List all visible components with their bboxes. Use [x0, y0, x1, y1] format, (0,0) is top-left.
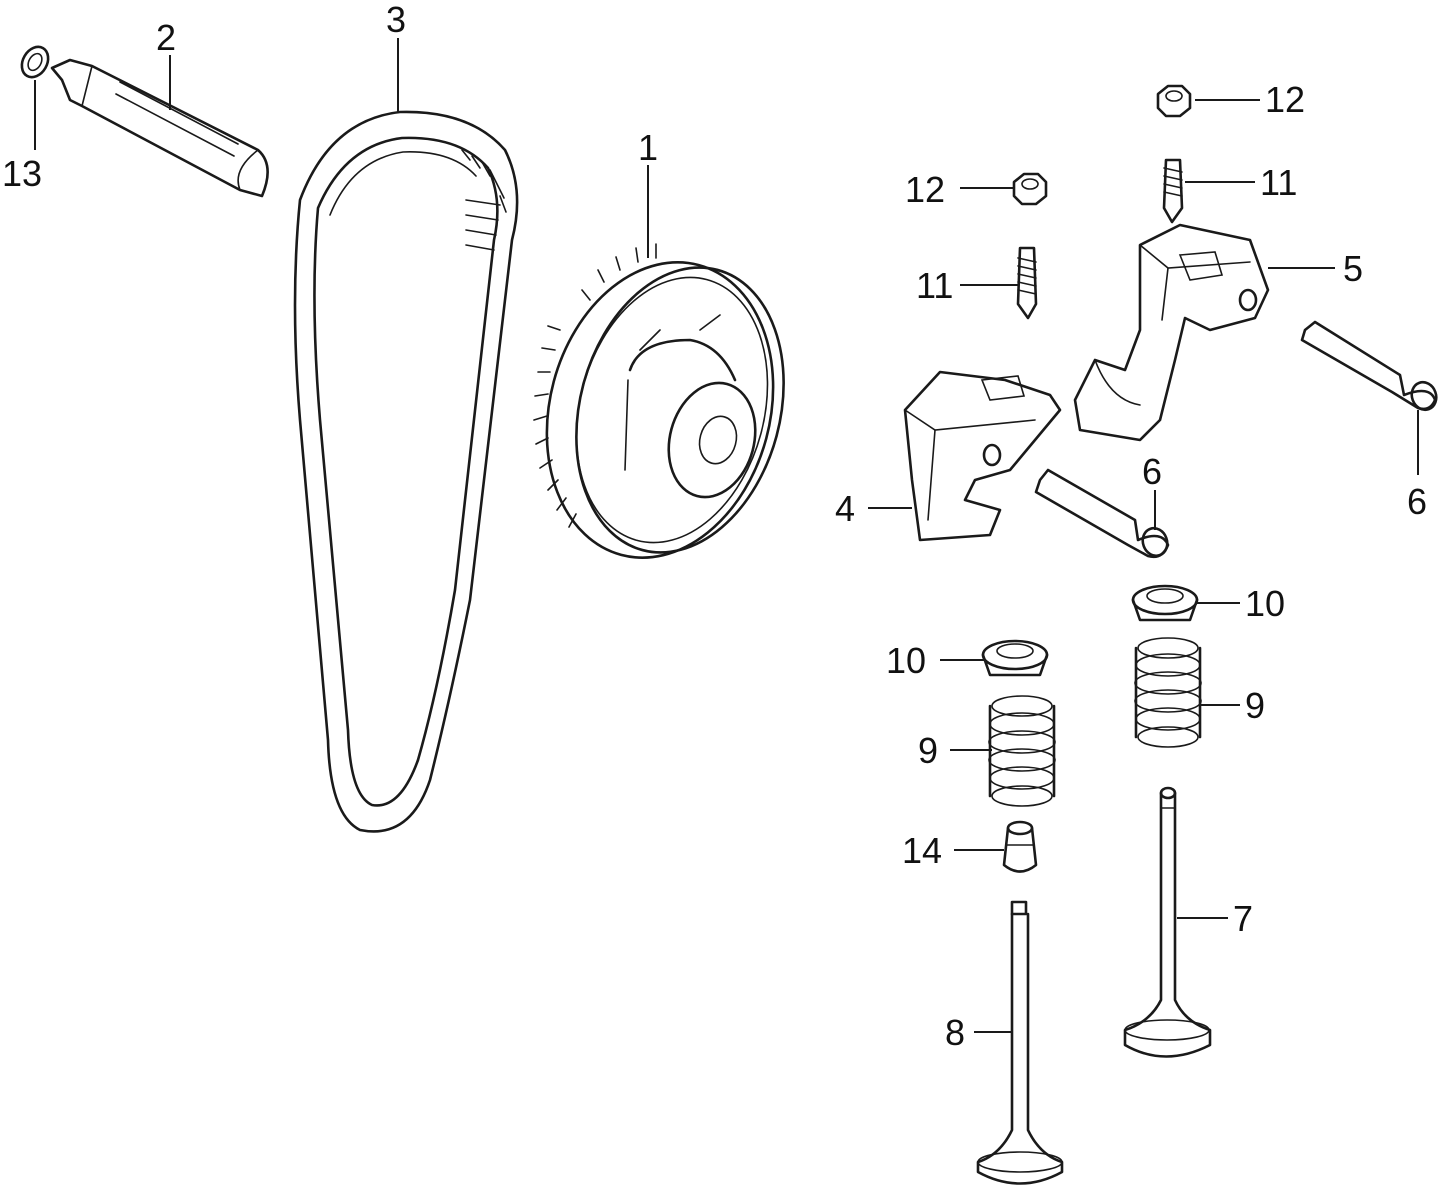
valve-stem-seal-part-14 [1002, 820, 1038, 873]
callout-9-right: 9 [1245, 685, 1265, 726]
shaft-part-2 [50, 58, 269, 198]
adjust-screw-part-11-left [1016, 246, 1038, 320]
nut-part-12-lower [1012, 172, 1048, 206]
valve-spring-part-9-left [988, 695, 1056, 807]
callout-10-right: 10 [1245, 583, 1285, 624]
rocker-arm-part-4 [903, 370, 1062, 542]
callout-11-upper: 11 [1260, 162, 1297, 203]
callout-14: 14 [902, 830, 942, 871]
callout-11-lower: 11 [916, 265, 953, 306]
cam-pulley-part-1 [533, 243, 785, 559]
valve-spring-part-9-right [1134, 637, 1202, 748]
callout-10-left: 10 [886, 640, 926, 681]
callout-7: 7 [1233, 898, 1253, 939]
leader-lines [34, 38, 1419, 1033]
spring-retainer-part-10-right [1131, 584, 1199, 622]
spring-retainer-part-10-left [981, 639, 1049, 677]
callout-6-middle: 6 [1142, 451, 1162, 492]
callout-4: 4 [835, 488, 855, 529]
valve-part-8 [976, 900, 1064, 1185]
callout-1: 1 [638, 127, 658, 168]
valve-part-7 [1123, 786, 1212, 1058]
washer-part-13 [20, 45, 50, 79]
callout-8: 8 [945, 1012, 965, 1053]
callout-12-upper: 12 [1265, 79, 1305, 120]
callout-9-left: 9 [918, 730, 938, 771]
callout-3: 3 [386, 0, 406, 40]
callout-13: 13 [2, 153, 42, 194]
rocker-shaft-part-6-middle [1034, 468, 1170, 559]
callout-12-lower: 12 [905, 169, 945, 210]
callout-5: 5 [1343, 248, 1363, 289]
adjust-screw-part-11-right [1162, 158, 1184, 224]
nut-part-12-upper [1156, 84, 1192, 118]
callout-6-right: 6 [1407, 481, 1427, 522]
rocker-arm-part-5 [1073, 223, 1270, 442]
rocker-shaft-part-6-right [1300, 320, 1438, 412]
timing-belt-part-3 [293, 110, 519, 833]
callout-labels: 13 2 3 1 12 12 11 11 5 6 4 6 10 10 9 9 1… [2, 0, 1427, 1053]
callout-2: 2 [156, 17, 176, 58]
